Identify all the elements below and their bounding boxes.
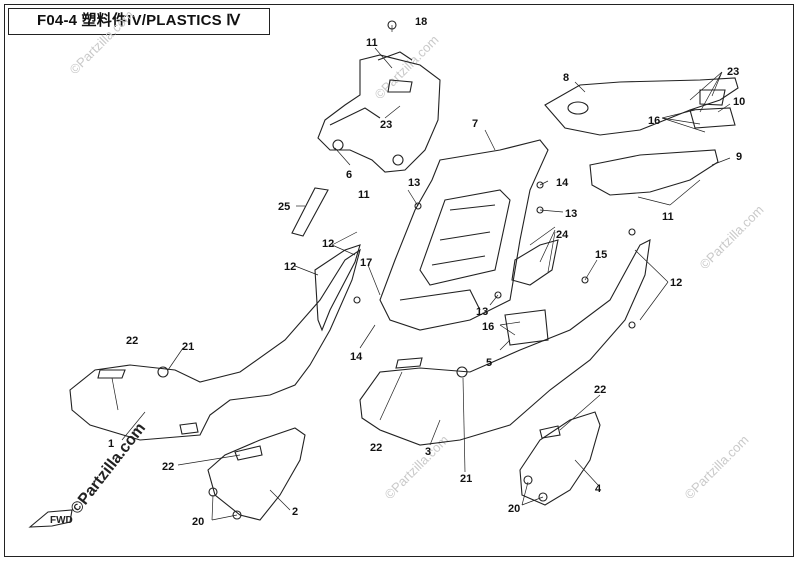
part-6-rear-cover [317, 51, 441, 173]
drawing-border [4, 4, 794, 557]
callout-11a: 11 [366, 37, 378, 49]
callout-5: 5 [486, 357, 492, 369]
watermark-main: ©Partzilla.com [68, 420, 149, 518]
callout-15: 15 [595, 249, 607, 261]
diagram-title: F04-4 塑料件IV/PLASTICS Ⅳ [8, 8, 270, 35]
callout-6: 6 [346, 169, 352, 181]
callout-16b: 16 [482, 321, 494, 333]
callout-3: 3 [425, 446, 431, 458]
callout-12c: 12 [670, 277, 682, 289]
part-1-left-side-panel [69, 248, 361, 441]
part-3-right-side-panel [359, 239, 651, 446]
callout-25: 25 [278, 201, 290, 213]
callout-13a: 13 [408, 177, 420, 189]
fwd-label: FWD [50, 515, 73, 526]
center-frame-assembly [379, 139, 549, 331]
part-2-footrest-panel [207, 427, 306, 521]
callout-22c: 22 [370, 442, 382, 454]
callout-12b: 12 [284, 261, 296, 273]
callout-10: 10 [733, 96, 745, 108]
part-12-left-rail [314, 244, 361, 332]
callout-14b: 14 [350, 351, 363, 363]
callout-21a: 21 [182, 341, 194, 353]
callout-23a: 23 [727, 66, 739, 78]
callout-12a: 12 [322, 238, 334, 250]
callout-14a: 14 [556, 177, 569, 189]
callout-9: 9 [736, 151, 742, 163]
callout-17: 17 [360, 257, 372, 269]
part-25 [291, 187, 329, 237]
callout-13b: 13 [565, 208, 577, 220]
callout-16a: 16 [648, 115, 660, 127]
part-8-tail-top [544, 77, 739, 136]
watermark: ©Partzilla.com [682, 432, 752, 502]
callout-8: 8 [563, 72, 569, 84]
callout-4: 4 [595, 483, 602, 495]
callout-18: 18 [415, 16, 427, 28]
part-5-plate [504, 309, 549, 346]
watermark: ©Partzilla.com [697, 202, 767, 272]
callout-20b: 20 [508, 503, 520, 515]
callout-22a: 22 [126, 335, 138, 347]
part-24 [511, 239, 559, 286]
callout-1: 1 [108, 438, 114, 450]
fwd-arrow: FWD [28, 509, 73, 528]
callout-20a: 20 [192, 516, 204, 528]
callout-22d: 22 [594, 384, 606, 396]
part-4-footrest-panel [519, 411, 601, 506]
callout-2: 2 [292, 506, 298, 518]
callout-23b: 23 [380, 119, 392, 131]
fasteners [157, 20, 636, 520]
leader-lines [111, 25, 731, 521]
callout-labels: 1 2 3 4 5 6 7 8 9 10 11 11 11 12 12 12 1… [108, 16, 745, 528]
callout-11c: 11 [358, 189, 370, 201]
watermark: ©Partzilla.com [67, 7, 137, 77]
callout-13c: 13 [476, 306, 488, 318]
part-10-bracket [689, 89, 736, 129]
callout-22b: 22 [162, 461, 174, 473]
part-9-tail-lower [589, 149, 719, 196]
callout-24: 24 [556, 229, 569, 241]
callout-21b: 21 [460, 473, 472, 485]
callout-7: 7 [472, 118, 478, 130]
callout-11b: 11 [662, 211, 674, 223]
